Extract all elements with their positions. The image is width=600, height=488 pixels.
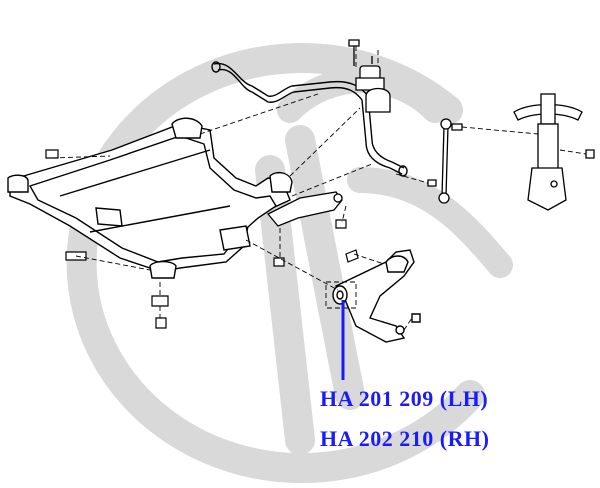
front-subframe <box>7 117 293 279</box>
lower-rear-link <box>266 191 343 227</box>
stabilizer-bar <box>211 61 408 177</box>
part-number-lh: HA 201 209 (LH) <box>320 386 489 411</box>
strut-assembly <box>513 93 595 211</box>
fasteners <box>45 149 359 329</box>
assembly-leader-lines <box>51 46 587 331</box>
stabilizer-link <box>427 118 463 204</box>
lower-control-arm <box>332 249 421 343</box>
stabilizer-bushing <box>348 39 391 113</box>
part-number-rh: HA 202 210 (RH) <box>320 426 490 451</box>
